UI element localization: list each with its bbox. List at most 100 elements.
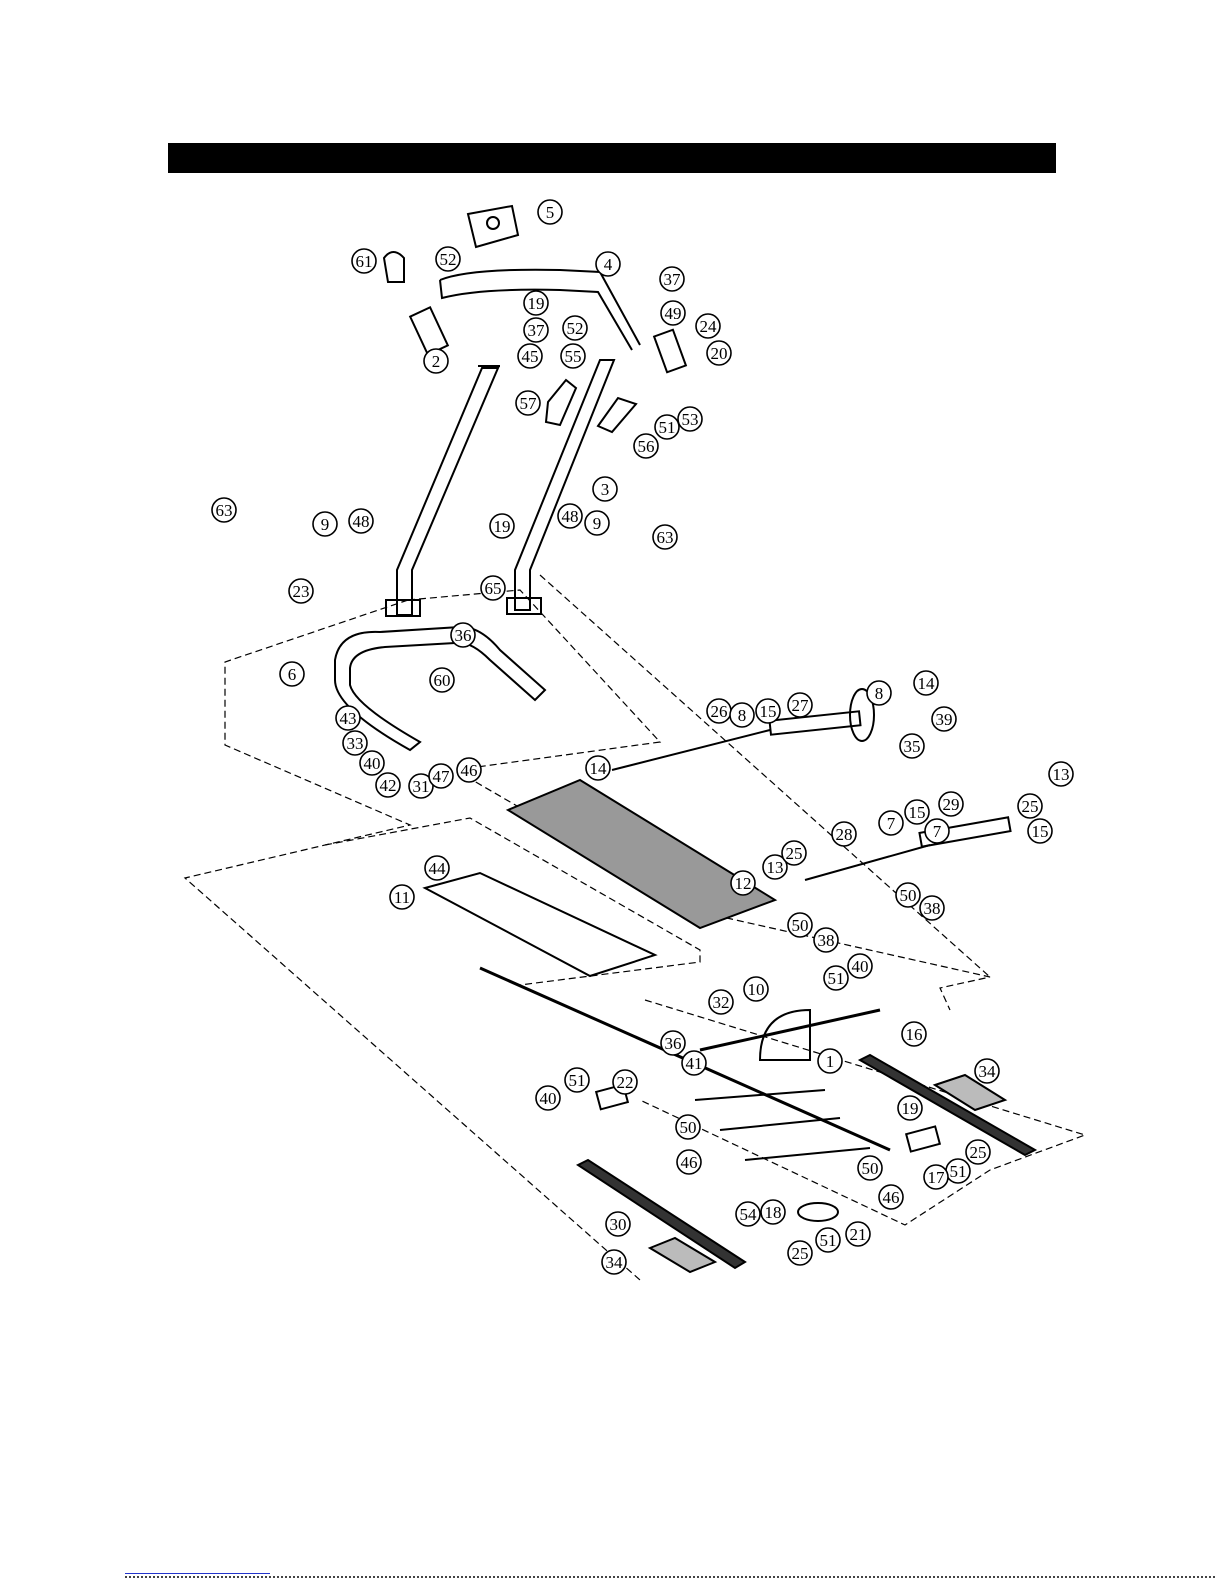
grip-left: [410, 307, 448, 354]
callout-label: 18: [765, 1203, 782, 1222]
callout-label: 20: [711, 344, 728, 363]
callout-56: 56: [634, 434, 658, 458]
callout-label: 63: [216, 501, 233, 520]
callout-38: 38: [920, 896, 944, 920]
callout-14: 14: [914, 671, 938, 695]
callout-label: 34: [979, 1062, 997, 1081]
callout-label: 35: [904, 737, 921, 756]
callout-46: 46: [457, 758, 481, 782]
callout-2: 2: [424, 349, 448, 373]
callout-8: 8: [867, 681, 891, 705]
callout-7: 7: [879, 811, 903, 835]
callout-label: 11: [394, 888, 410, 907]
callout-label: 31: [413, 777, 430, 796]
callout-label: 51: [569, 1071, 586, 1090]
callout-51: 51: [655, 415, 679, 439]
callout-label: 42: [380, 776, 397, 795]
callout-label: 44: [429, 859, 447, 878]
callout-54: 54: [736, 1202, 760, 1226]
callout-16: 16: [902, 1022, 926, 1046]
callout-label: 50: [680, 1118, 697, 1137]
callout-label: 28: [836, 825, 853, 844]
callout-label: 32: [713, 993, 730, 1012]
callout-25: 25: [782, 841, 806, 865]
callout-27: 27: [788, 693, 812, 717]
main-frame-rail-right: [700, 1010, 880, 1050]
callout-15: 15: [905, 800, 929, 824]
callout-label: 48: [562, 507, 579, 526]
callout-3: 3: [593, 477, 617, 501]
callout-label: 38: [818, 931, 835, 950]
callout-label: 33: [347, 734, 364, 753]
callout-53: 53: [678, 407, 702, 431]
callout-label: 40: [540, 1089, 557, 1108]
callout-label: 4: [604, 255, 613, 274]
callout-label: 57: [520, 394, 538, 413]
callout-label: 50: [900, 886, 917, 905]
callout-label: 65: [485, 579, 502, 598]
callout-label: 26: [711, 702, 728, 721]
callout-label: 2: [432, 352, 441, 371]
callout-18: 18: [761, 1200, 785, 1224]
callout-label: 5: [546, 203, 555, 222]
callout-label: 24: [700, 317, 718, 336]
callout-label: 23: [293, 582, 310, 601]
region-outline-right: [640, 1000, 1085, 1225]
callout-label: 55: [565, 347, 582, 366]
callout-label: 8: [738, 706, 747, 725]
upright-left-foot: [386, 600, 420, 616]
upright-right-foot: [507, 598, 541, 614]
callout-12: 12: [731, 871, 755, 895]
end-cap-17: [906, 1126, 940, 1151]
callout-36: 36: [661, 1031, 685, 1055]
upright-left: [397, 368, 498, 615]
bottle: [546, 380, 576, 425]
callout-32: 32: [709, 990, 733, 1014]
callout-label: 53: [682, 410, 699, 429]
side-rail-right: [860, 1055, 1035, 1155]
callout-50: 50: [676, 1115, 700, 1139]
callout-label: 47: [433, 767, 451, 786]
callout-label: 10: [748, 980, 765, 999]
callout-label: 25: [970, 1143, 987, 1162]
callout-55: 55: [561, 344, 585, 368]
callout-label: 46: [681, 1153, 698, 1172]
callout-57: 57: [516, 391, 540, 415]
callout-4: 4: [596, 252, 620, 276]
callout-label: 36: [455, 626, 472, 645]
callout-label: 3: [601, 480, 610, 499]
callout-label: 34: [606, 1253, 624, 1272]
callout-30: 30: [606, 1212, 630, 1236]
callout-label: 17: [928, 1168, 946, 1187]
callout-label: 39: [936, 710, 953, 729]
callout-48: 48: [558, 504, 582, 528]
callout-label: 14: [590, 759, 608, 778]
callout-38: 38: [814, 928, 838, 952]
callout-11: 11: [390, 885, 414, 909]
callout-label: 25: [792, 1244, 809, 1263]
grip-right: [654, 330, 686, 373]
callout-13: 13: [1049, 762, 1073, 786]
callout-37: 37: [524, 318, 548, 342]
callout-46: 46: [677, 1150, 701, 1174]
callout-label: 15: [909, 803, 926, 822]
callout-label: 25: [786, 844, 803, 863]
callout-40: 40: [848, 954, 872, 978]
callout-41: 41: [682, 1051, 706, 1075]
footer-link-line: [125, 1573, 270, 1574]
callout-50: 50: [788, 913, 812, 937]
callout-61: 61: [352, 249, 376, 273]
callout-label: 43: [340, 709, 357, 728]
callout-50: 50: [858, 1156, 882, 1180]
callout-25: 25: [788, 1241, 812, 1265]
callout-19: 19: [524, 291, 548, 315]
callout-label: 27: [792, 696, 810, 715]
callout-36: 36: [451, 623, 475, 647]
callout-label: 16: [906, 1025, 923, 1044]
callout-label: 9: [321, 515, 330, 534]
callout-40: 40: [360, 751, 384, 775]
callout-60: 60: [430, 668, 454, 692]
callout-label: 41: [686, 1054, 703, 1073]
callout-51: 51: [946, 1159, 970, 1183]
callout-label: 50: [862, 1159, 879, 1178]
